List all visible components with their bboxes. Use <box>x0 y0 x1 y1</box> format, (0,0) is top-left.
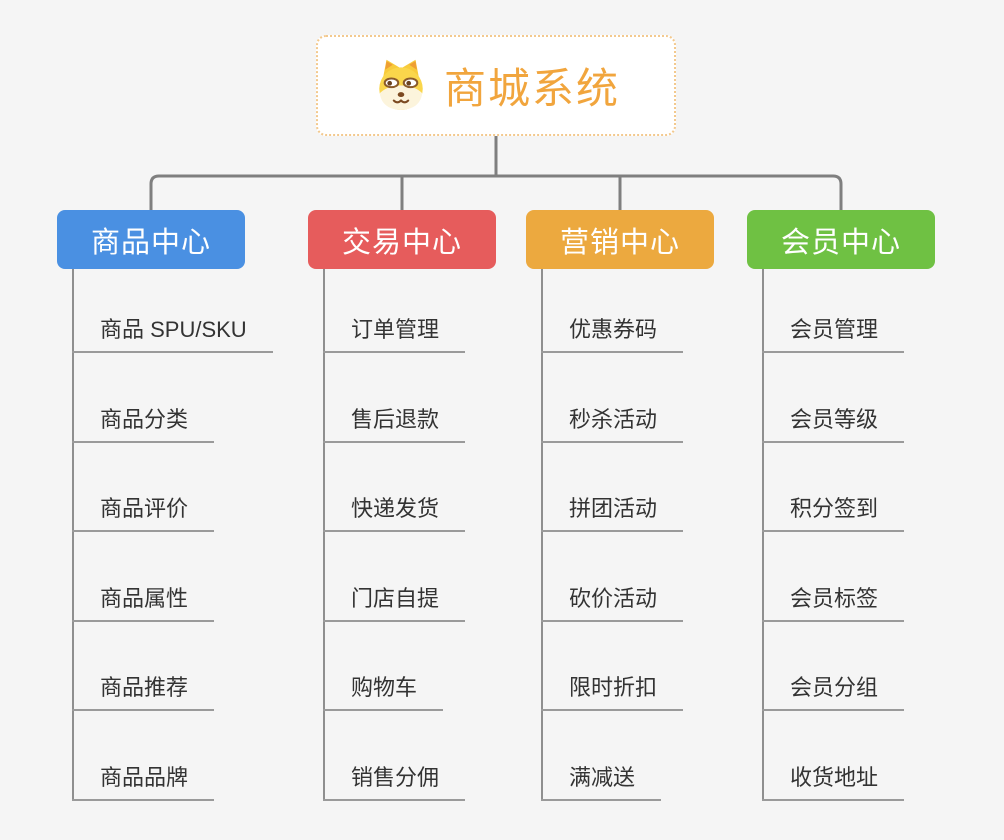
branch-label: 商品中心 <box>90 226 211 259</box>
branch-header-1[interactable]: 商品中心 <box>57 210 245 269</box>
dog-face-icon <box>372 57 430 115</box>
leaf-topic-label: 商品评价 <box>100 496 189 521</box>
leaf-topic[interactable]: 满减送 <box>541 763 662 801</box>
leaf-topic-label: 限时折扣 <box>569 675 658 700</box>
leaf-topic-label: 快递发货 <box>351 496 440 521</box>
leaf-topic-label: 会员分组 <box>790 675 879 700</box>
leaf-topic-label: 优惠券码 <box>569 317 658 342</box>
leaf-topic-label: 商品 SPU/SKU <box>100 317 247 342</box>
branch-connector-line <box>323 269 325 801</box>
leaf-topic[interactable]: 商品 SPU/SKU <box>72 315 273 353</box>
leaf-topic[interactable]: 收货地址 <box>762 763 905 801</box>
leaf-topic-label: 会员管理 <box>790 317 879 342</box>
leaf-topic-label: 门店自提 <box>351 585 440 611</box>
leaf-topic-label: 商品推荐 <box>100 675 189 700</box>
leaf-topic[interactable]: 商品品牌 <box>72 763 215 801</box>
branch-rail-line <box>149 174 843 210</box>
leaf-topic[interactable]: 快递发货 <box>323 494 466 532</box>
leaf-topic-label: 销售分佣 <box>351 764 440 790</box>
branch-header-4[interactable]: 会员中心 <box>747 210 935 269</box>
branch-label: 会员中心 <box>780 226 901 259</box>
leaf-topic-label: 购物车 <box>351 675 418 700</box>
branch-connector-line <box>762 269 764 801</box>
leaf-topic[interactable]: 商品属性 <box>72 584 215 622</box>
leaf-topic-label: 售后退款 <box>351 406 440 432</box>
leaf-topic-label: 收货地址 <box>790 764 879 790</box>
leaf-topic[interactable]: 订单管理 <box>323 315 466 353</box>
leaf-topic[interactable]: 销售分佣 <box>323 763 466 801</box>
root-node[interactable]: 商城系统 <box>316 35 676 136</box>
leaf-topic[interactable]: 商品分类 <box>72 405 215 443</box>
leaf-topic-label: 砍价活动 <box>569 585 658 611</box>
leaf-topic[interactable]: 售后退款 <box>323 405 466 443</box>
leaf-topic-label: 商品属性 <box>100 585 189 611</box>
leaf-topic-label: 会员标签 <box>790 585 879 611</box>
leaf-topic-label: 满减送 <box>569 764 636 790</box>
leaf-topic-label: 拼团活动 <box>569 496 658 521</box>
root-title: 商城系统 <box>443 65 620 112</box>
branch-header-2[interactable]: 交易中心 <box>308 210 496 269</box>
branch-connector-line <box>541 269 543 801</box>
leaf-topic-label: 积分签到 <box>790 496 879 521</box>
leaf-topic[interactable]: 优惠券码 <box>541 315 684 353</box>
branch-header-3[interactable]: 营销中心 <box>526 210 714 269</box>
leaf-topic-label: 商品品牌 <box>100 764 189 790</box>
leaf-topic[interactable]: 会员管理 <box>762 315 905 353</box>
leaf-topic-label: 会员等级 <box>790 406 879 432</box>
leaf-topic[interactable]: 门店自提 <box>323 584 466 622</box>
leaf-topic-label: 商品分类 <box>100 406 189 432</box>
leaf-topic[interactable]: 会员标签 <box>762 584 905 622</box>
leaf-topic[interactable]: 商品评价 <box>72 494 215 532</box>
leaf-topic[interactable]: 砍价活动 <box>541 584 684 622</box>
branch-connector-line <box>72 269 74 801</box>
branch-label: 交易中心 <box>341 226 462 259</box>
leaf-topic[interactable]: 购物车 <box>323 673 444 711</box>
branch-label: 营销中心 <box>559 226 680 259</box>
leaf-topic[interactable]: 秒杀活动 <box>541 405 684 443</box>
leaf-topic[interactable]: 会员等级 <box>762 405 905 443</box>
leaf-topic[interactable]: 限时折扣 <box>541 673 684 711</box>
leaf-topic[interactable]: 拼团活动 <box>541 494 684 532</box>
leaf-topic[interactable]: 商品推荐 <box>72 673 215 711</box>
leaf-topic[interactable]: 会员分组 <box>762 673 905 711</box>
leaf-topic[interactable]: 积分签到 <box>762 494 905 532</box>
leaf-topic-label: 秒杀活动 <box>569 406 658 432</box>
leaf-topic-label: 订单管理 <box>351 317 440 342</box>
